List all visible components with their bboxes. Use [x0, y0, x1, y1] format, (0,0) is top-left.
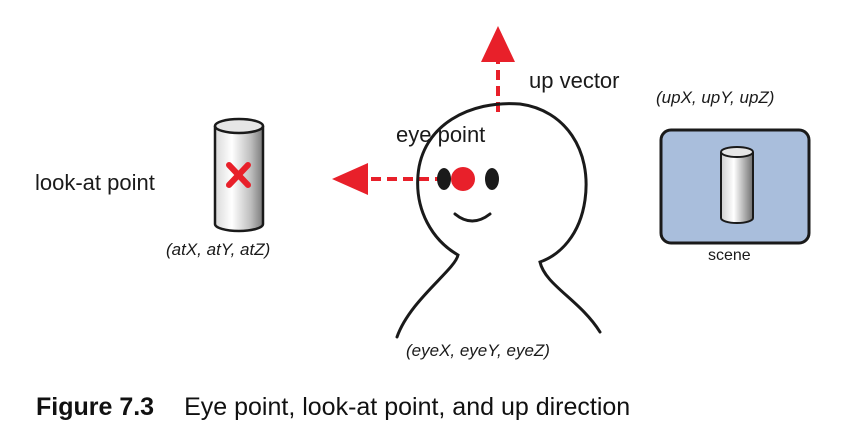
eye-coords-label: (eyeX, eyeY, eyeZ): [406, 341, 550, 360]
look-at-point-label: look-at point: [35, 170, 155, 195]
figure-number: Figure 7.3: [36, 393, 155, 421]
look-at-coords-label: (atX, atY, atZ): [166, 240, 271, 259]
scene-label: scene: [708, 247, 751, 264]
eye-point-label: eye point: [396, 122, 486, 147]
figure-caption-text: Eye point, look-at point, and up directi…: [184, 393, 631, 421]
look-at-cross-icon: [226, 162, 251, 188]
figure-caption: Figure 7.3 Eye point, look-at point, and …: [36, 393, 630, 422]
eye-point-dot-icon: [451, 167, 475, 191]
up-arrow-icon: [481, 26, 515, 112]
scene-panel-icon: [659, 128, 811, 245]
up-vector-label: up vector: [529, 68, 620, 93]
head-outline-icon: [395, 102, 602, 339]
gaze-arrow-icon: [332, 163, 445, 195]
smile-icon: [453, 212, 492, 223]
left-eye-icon: [437, 168, 451, 190]
right-eye-icon: [485, 168, 499, 190]
up-coords-label: (upX, upY, upZ): [656, 88, 775, 107]
